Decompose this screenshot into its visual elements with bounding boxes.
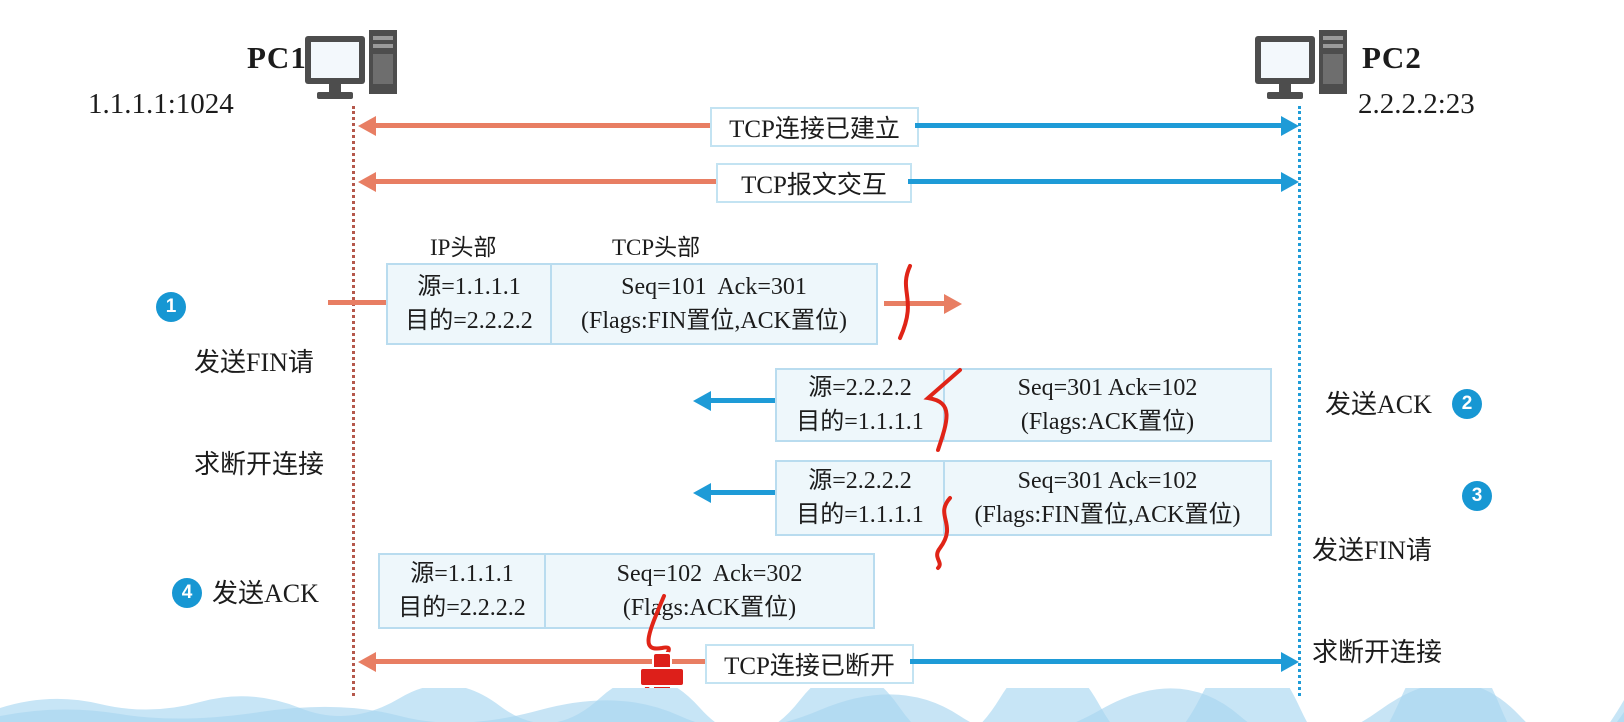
pc2-computer-icon	[1255, 30, 1347, 99]
step4-badge: 4	[172, 578, 202, 608]
step4-ip-section: 源=1.1.1.1 目的=2.2.2.2	[380, 555, 546, 627]
banner-closed-arrowhead-left	[358, 652, 376, 672]
step3-label: 发送FIN请 求断开连接	[1312, 536, 1443, 667]
step1-packet: 源=1.1.1.1 目的=2.2.2.2 Seq=101 Ack=301 (Fl…	[386, 263, 878, 345]
step3-arrow-line	[709, 490, 775, 495]
banner-established-label: TCP连接已建立	[710, 107, 919, 147]
pc2-name: PC2	[1362, 40, 1422, 75]
step1-arrowhead-right	[944, 294, 962, 314]
banner-exchange-line-right	[908, 179, 1283, 184]
step1-arrow-line	[884, 301, 946, 306]
step2-ip-section: 源=2.2.2.2 目的=1.1.1.1	[777, 370, 945, 440]
pc2-address: 2.2.2.2:23	[1358, 88, 1475, 120]
banner-closed-arrowhead-right	[1281, 652, 1299, 672]
step3-arrowhead-left	[693, 483, 711, 503]
step4-packet: 源=1.1.1.1 目的=2.2.2.2 Seq=102 Ack=302 (Fl…	[378, 553, 875, 629]
step3-ip-section: 源=2.2.2.2 目的=1.1.1.1	[777, 462, 945, 534]
step3-packet: 源=2.2.2.2 目的=1.1.1.1 Seq=301 Ack=102 (Fl…	[775, 460, 1272, 536]
bottom-wave-decoration	[0, 688, 1624, 722]
pc2-lifeline	[1298, 106, 1301, 696]
step1-connector-line	[328, 300, 386, 305]
step2-arrow-line	[709, 398, 775, 403]
step3-tcp-section: Seq=301 Ack=102 (Flags:FIN置位,ACK置位)	[974, 468, 1241, 528]
banner-exchange-line-left	[374, 179, 716, 184]
pc1-computer-icon	[305, 30, 397, 99]
step3-badge: 3	[1462, 481, 1492, 511]
step2-label: 发送ACK	[1325, 390, 1432, 419]
step2-badge: 2	[1452, 389, 1482, 419]
ip-header-label: IP头部	[430, 235, 497, 260]
banner-established-line-right	[915, 123, 1283, 128]
pc1-address: 1.1.1.1:1024	[88, 88, 234, 120]
step4-label: 发送ACK	[212, 579, 319, 608]
banner-exchange-arrowhead-left	[358, 172, 376, 192]
banner-closed-label: TCP连接已断开	[705, 644, 914, 684]
pc1-name: PC1	[247, 40, 307, 75]
banner-closed-line-left	[374, 659, 705, 664]
step1-ip-section: 源=1.1.1.1 目的=2.2.2.2	[388, 265, 552, 343]
banner-exchange-label: TCP报文交互	[716, 163, 912, 203]
banner-established-line-left	[374, 123, 710, 128]
step1-label: 发送FIN请 求断开连接	[194, 348, 325, 479]
banner-established-arrowhead-left	[358, 116, 376, 136]
pc1-lifeline	[352, 106, 355, 696]
step1-badge: 1	[156, 292, 186, 322]
banner-established-arrowhead-right	[1281, 116, 1299, 136]
step1-tcp-section: Seq=101 Ack=301 (Flags:FIN置位,ACK置位)	[580, 274, 847, 334]
step2-tcp-section: Seq=301 Ack=102 (Flags:ACK置位)	[1017, 375, 1198, 435]
banner-exchange-arrowhead-right	[1281, 172, 1299, 192]
tcp-header-label: TCP头部	[612, 235, 701, 260]
step2-packet: 源=2.2.2.2 目的=1.1.1.1 Seq=301 Ack=102 (Fl…	[775, 368, 1272, 442]
step2-arrowhead-left	[693, 391, 711, 411]
step4-tcp-section: Seq=102 Ack=302 (Flags:ACK置位)	[616, 561, 803, 621]
banner-closed-line-right	[910, 659, 1283, 664]
